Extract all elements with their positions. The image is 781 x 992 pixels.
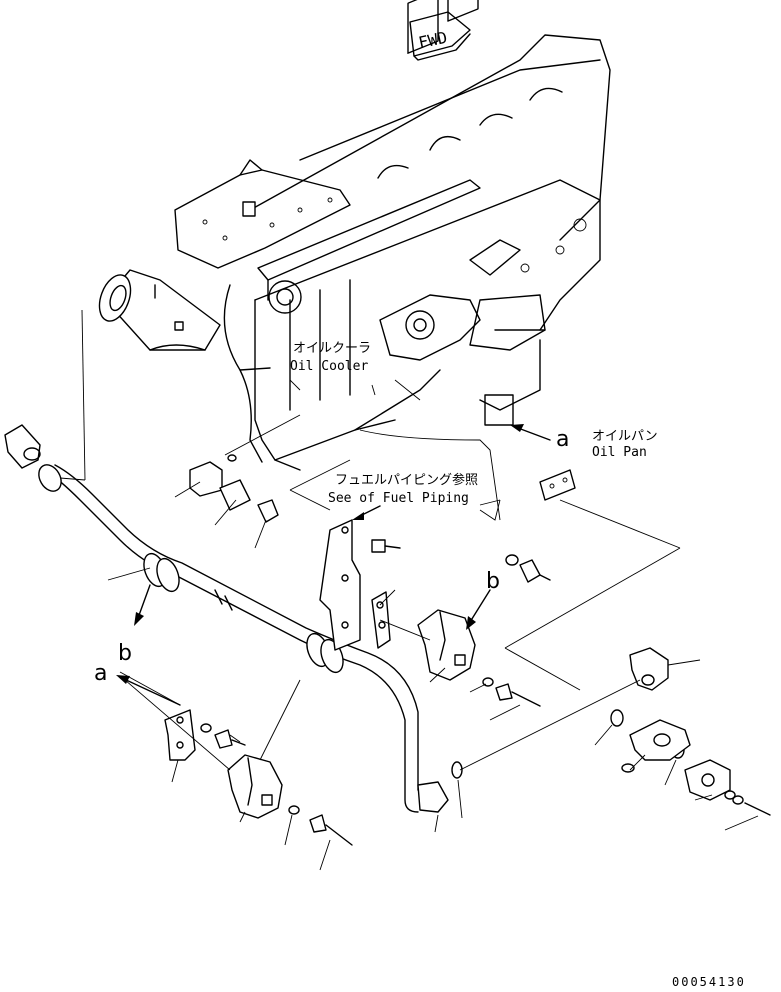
fuel-piping-label-jp: フュエルパイピング参照: [335, 472, 478, 488]
fwd-arrow: FWD: [409, 11, 471, 61]
bracket-center: [319, 519, 361, 651]
arrow-a-oilpan: [510, 424, 551, 441]
engine-block: [174, 0, 611, 471]
adapter-block: [629, 719, 691, 761]
pipe-end-fitting: [4, 424, 41, 469]
oil-pipe: [38, 464, 449, 813]
ref-a-oilpan: a: [556, 427, 569, 452]
ref-b-lower: b: [118, 641, 132, 666]
clamp-lower: [227, 754, 283, 819]
starter-motor: [98, 269, 221, 351]
oil-pan-label-jp: オイルパン: [592, 429, 658, 444]
oil-pan-spacer: [539, 469, 576, 501]
elbow-fitting: [629, 647, 669, 691]
drawing-number: 00054130: [672, 975, 746, 989]
arrow-a-left: [116, 675, 181, 706]
arrow-fuel-piping: [352, 505, 381, 520]
oil-cooler-label-en: Oil Cooler: [290, 359, 368, 374]
oil-cooler-label-jp: オイルクーラ: [293, 341, 371, 356]
arrow-b-upper: [466, 589, 491, 630]
oil-pan-label-en: Oil Pan: [592, 445, 647, 460]
callout-leaders: [107, 379, 759, 871]
fasteners: [200, 539, 771, 846]
flange-fitting: [684, 759, 731, 801]
ref-a-left: a: [94, 661, 107, 686]
ref-b-upper: b: [486, 569, 500, 594]
leader-lines: [119, 414, 681, 771]
fuel-piping-label-en: See of Fuel Piping: [328, 491, 469, 506]
clamp-upper: [417, 609, 476, 681]
arrow-b-lower: [134, 584, 151, 626]
bracket-left: [164, 709, 196, 761]
sensor-parts: [189, 454, 279, 523]
